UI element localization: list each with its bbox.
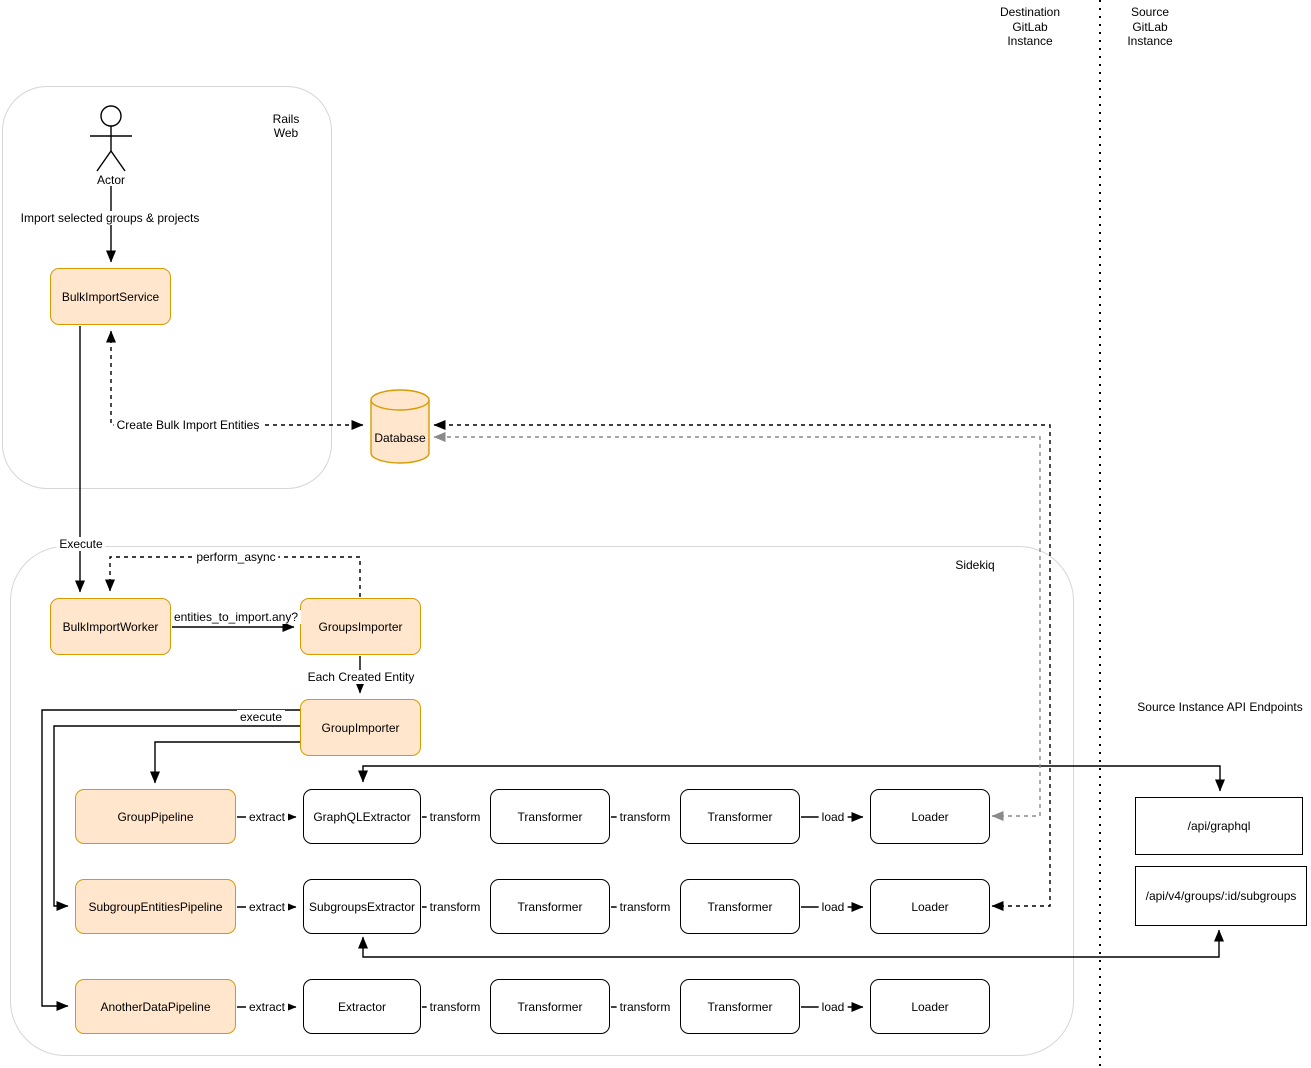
node-loader-r2: Loader [870, 879, 990, 934]
label-execute: Execute [56, 537, 106, 551]
node-extractor: Extractor [303, 979, 421, 1034]
label-transform1-r2: transform [426, 900, 484, 914]
actor-label: Actor [96, 173, 126, 187]
edge-graphqlextractor-to-api-graphql [358, 765, 1225, 792]
database-label: Database [374, 431, 426, 445]
node-anotherdatapipeline: AnotherDataPipeline [75, 979, 236, 1034]
edge-groupimporter-to-grouppipeline [150, 741, 300, 784]
destination-instance-label: Destination GitLab Instance [999, 5, 1061, 48]
node-transformer-r3c1: Transformer [490, 979, 610, 1034]
label-execute-pipeline: execute [236, 710, 286, 724]
label-transform2-r2: transform [616, 900, 674, 914]
label-extract-r1: extract [245, 810, 289, 824]
edge-groupimporter-to-anotherpipeline [41, 709, 300, 1011]
node-transformer-r2c1: Transformer [490, 879, 610, 934]
label-extract-r2: extract [245, 900, 289, 914]
edge-create-bulk-import-entities [106, 330, 364, 430]
node-transformer-r3c2: Transformer [680, 979, 800, 1034]
label-load-r3: load [818, 1000, 848, 1014]
label-load-r2: load [818, 900, 848, 914]
label-transform1-r3: transform [426, 1000, 484, 1014]
node-loader-r1: Loader [870, 789, 990, 844]
database-shape [370, 389, 430, 464]
label-perform-async: perform_async [193, 550, 279, 564]
label-transform2-r1: transform [616, 810, 674, 824]
node-graphqlextractor: GraphQLExtractor [303, 789, 421, 844]
edge-loader-row2-to-database [433, 420, 1051, 911]
label-entities-any: entities_to_import.any? [170, 610, 302, 624]
node-subgroupsextractor: SubgroupsExtractor [303, 879, 421, 934]
edge-subgroupsextractor-to-api-subgroups [358, 929, 1224, 958]
label-import-selected: Import selected groups & projects [17, 211, 203, 225]
node-transformer-r1c2: Transformer [680, 789, 800, 844]
node-bulkimportservice: BulkImportService [50, 268, 171, 325]
source-instance-label: Source GitLab Instance [1127, 5, 1173, 48]
edge-perform-async [105, 556, 361, 597]
label-transform1-r1: transform [426, 810, 484, 824]
node-groupsimporter: GroupsImporter [300, 598, 421, 655]
api-endpoints-title: Source Instance API Endpoints [1137, 700, 1303, 714]
node-grouppipeline: GroupPipeline [75, 789, 236, 844]
rails-web-label: Rails Web [272, 112, 300, 140]
api-subgroups-box: /api/v4/groups/:id/subgroups [1135, 866, 1307, 926]
label-load-r1: load [818, 810, 848, 824]
node-loader-r3: Loader [870, 979, 990, 1034]
node-bulkimportworker: BulkImportWorker [50, 598, 171, 655]
node-groupimporter: GroupImporter [300, 699, 421, 756]
edge-loader-row1-to-database [433, 432, 1041, 821]
node-subgroupentitiespipeline: SubgroupEntitiesPipeline [75, 879, 236, 934]
edge-groupimporter-to-subgrouppipeline [53, 725, 300, 911]
label-transform2-r3: transform [616, 1000, 674, 1014]
label-each-entity: Each Created Entity [304, 670, 418, 684]
node-transformer-r1c1: Transformer [490, 789, 610, 844]
api-graphql-box: /api/graphql [1135, 797, 1303, 855]
rails-web-container [2, 86, 332, 489]
node-transformer-r2c2: Transformer [680, 879, 800, 934]
actor-figure [90, 105, 132, 172]
label-create-entities: Create Bulk Import Entities [113, 418, 263, 432]
label-extract-r3: extract [245, 1000, 289, 1014]
